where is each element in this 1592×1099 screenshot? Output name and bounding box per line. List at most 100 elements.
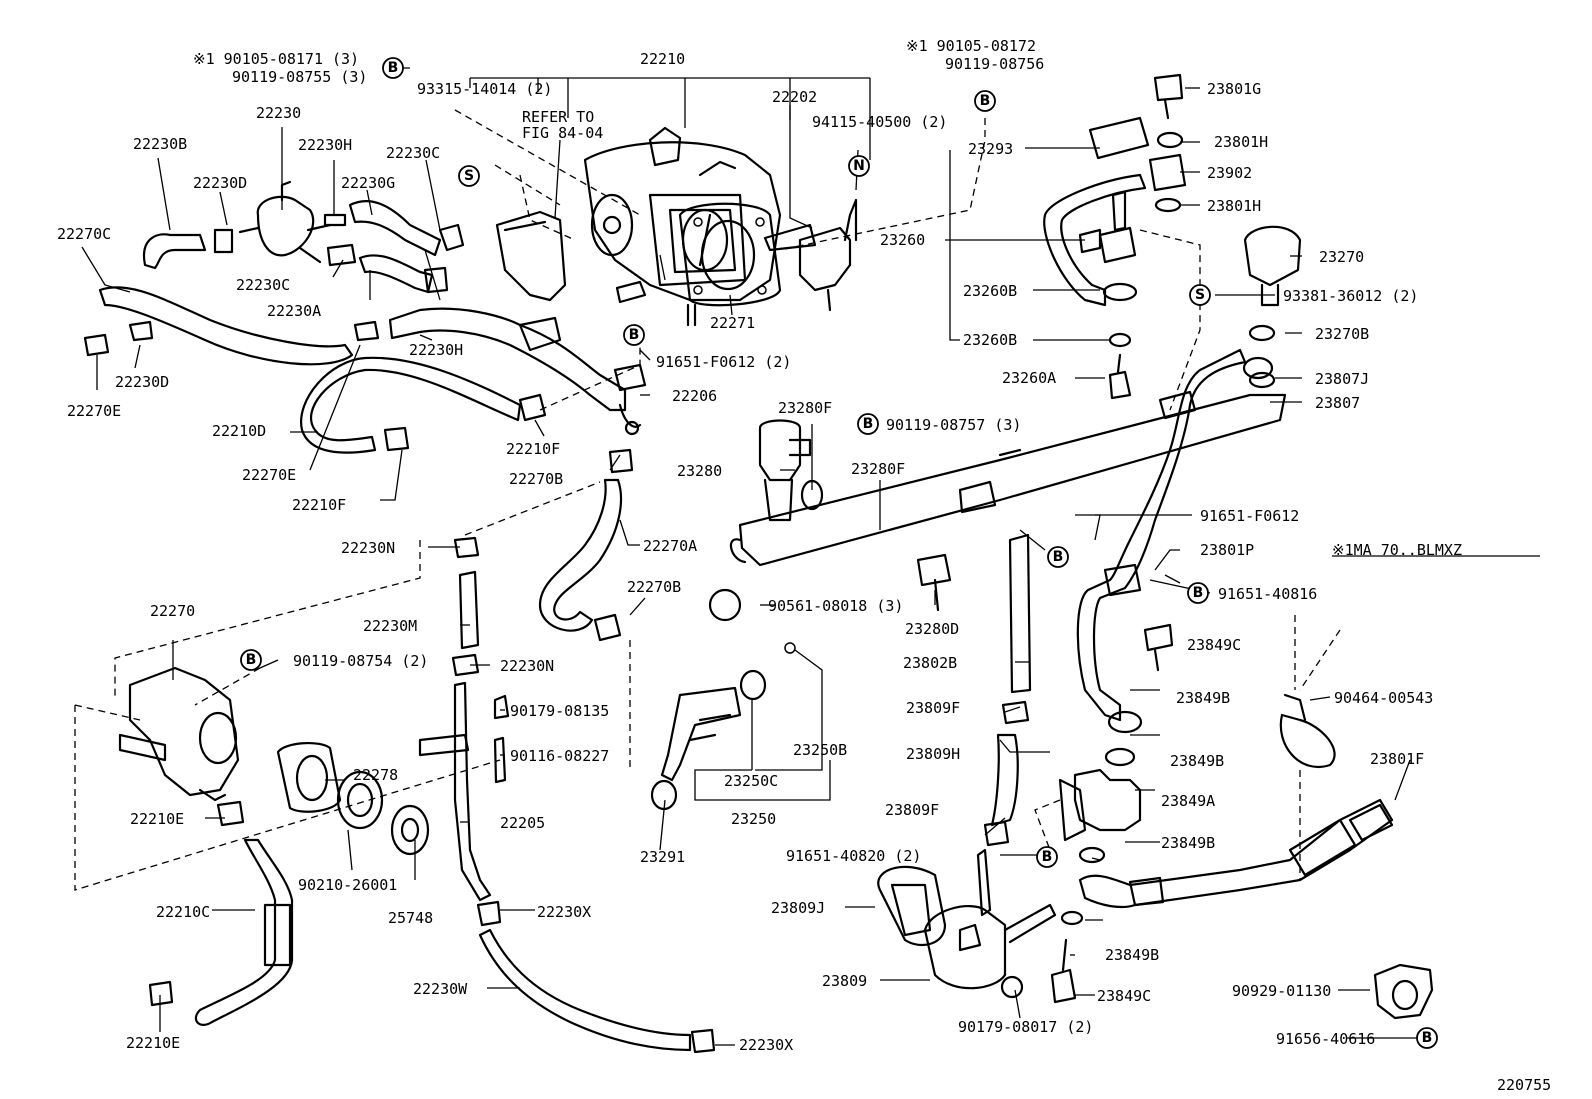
label-23849c-bot: 23849C bbox=[1097, 987, 1151, 1005]
symbol-b-note2: B bbox=[974, 90, 996, 112]
label-23849b-1: 23849B bbox=[1176, 689, 1230, 707]
svg-text:B: B bbox=[1422, 1030, 1433, 1046]
label-23849b-4: 23849B bbox=[1105, 946, 1159, 964]
label-22230a: 22230A bbox=[267, 302, 321, 320]
label-23802b: 23802B bbox=[903, 654, 957, 672]
label-91651-40816: 91651-40816 bbox=[1218, 585, 1317, 603]
label-93381-36012: 93381-36012 (2) bbox=[1283, 287, 1418, 305]
label-22270b-mid: 22270B bbox=[627, 578, 681, 596]
label-22270b-top: 22270B bbox=[509, 470, 563, 488]
symbol-s-left: S bbox=[458, 165, 480, 187]
label-22270c: 22270C bbox=[57, 225, 111, 243]
label-22210e-top: 22210E bbox=[130, 810, 184, 828]
label-23801f: 23801F bbox=[1370, 750, 1424, 768]
label-23280f-mid: 23280F bbox=[851, 460, 905, 478]
hose-22230w bbox=[476, 900, 716, 1054]
injector-23250 bbox=[650, 588, 796, 811]
hose-22270c bbox=[83, 286, 380, 366]
label-22230d-top: 22230D bbox=[193, 174, 247, 192]
svg-text:B: B bbox=[246, 652, 257, 668]
label-22210: 22210 bbox=[640, 50, 685, 68]
svg-text:B: B bbox=[1042, 849, 1053, 865]
label-22230d-left: 22230D bbox=[115, 373, 169, 391]
bolt-23280d bbox=[916, 553, 952, 612]
fuel-delivery-pipe-23807 bbox=[729, 390, 1287, 567]
label-22270e-left: 22270E bbox=[67, 402, 121, 420]
bracket-23260 bbox=[1043, 73, 1187, 400]
label-23809h: 23809H bbox=[906, 745, 960, 763]
label-91651-f0612: 91651-F0612 bbox=[1200, 507, 1299, 525]
label-23849b-2: 23849B bbox=[1170, 752, 1224, 770]
label-90210-26001: 90210-26001 bbox=[298, 876, 397, 894]
small-hoses-top-left bbox=[142, 200, 465, 294]
hose-22270a bbox=[538, 448, 634, 642]
seal-90210 bbox=[336, 770, 384, 830]
label-23849a: 23849A bbox=[1161, 792, 1215, 810]
symbol-b-91651f: B bbox=[623, 324, 645, 346]
label-23801h-2: 23801H bbox=[1207, 197, 1261, 215]
grommet-25748 bbox=[390, 804, 430, 856]
symbol-b-90119-08757: B bbox=[857, 413, 879, 435]
label-22230n-top: 22230N bbox=[341, 539, 395, 557]
label-22210e-bot: 22210E bbox=[126, 1034, 180, 1052]
symbol-b-note1: B bbox=[382, 57, 404, 79]
symbol-b-rail: B bbox=[1047, 546, 1069, 568]
label-22206: 22206 bbox=[672, 387, 717, 405]
pressure-regulator-23280 bbox=[758, 419, 824, 522]
label-note1-line1: ※1 90105-08171 (3) bbox=[193, 50, 359, 68]
svg-text:S: S bbox=[1195, 287, 1205, 303]
throttle-body-gasket bbox=[678, 202, 782, 327]
part-labels: 22210 22202 93315-14014 (2) REFER TO FIG… bbox=[57, 37, 1551, 1094]
pipe-22206 bbox=[388, 307, 647, 436]
symbol-b-90119-08754: B bbox=[240, 649, 262, 671]
label-23809: 23809 bbox=[822, 972, 867, 990]
label-90929-01130: 90929-01130 bbox=[1232, 982, 1331, 1000]
hose-22230m-22205 bbox=[418, 536, 510, 902]
leader-lines bbox=[74, 67, 1540, 1046]
label-22270e-mid: 22270E bbox=[242, 466, 296, 484]
throttle-sensor bbox=[495, 210, 567, 302]
label-22230: 22230 bbox=[256, 104, 301, 122]
label-23260b-2: 23260B bbox=[963, 331, 1017, 349]
label-23280d: 23280D bbox=[905, 620, 959, 638]
hose-22210c bbox=[148, 800, 294, 1026]
symbol-s-right: S bbox=[1189, 284, 1211, 306]
vsv-22230 bbox=[238, 180, 332, 264]
fitting-23849a bbox=[1058, 623, 1174, 864]
label-22270a: 22270A bbox=[643, 537, 697, 555]
label-23809f-2: 23809F bbox=[885, 801, 939, 819]
svg-text:N: N bbox=[853, 158, 865, 174]
label-23809j: 23809J bbox=[771, 899, 825, 917]
label-22230h-top: 22230H bbox=[298, 136, 352, 154]
label-22230c-mid: 22230C bbox=[236, 276, 290, 294]
label-note2-line1: ※1 90105-08172 bbox=[906, 37, 1036, 55]
label-23260a: 23260A bbox=[1002, 369, 1056, 387]
label-23293: 23293 bbox=[968, 140, 1013, 158]
label-91651-40820: 91651-40820 (2) bbox=[786, 847, 921, 865]
label-23280: 23280 bbox=[677, 462, 722, 480]
svg-text:B: B bbox=[388, 60, 399, 76]
label-22230b: 22230B bbox=[133, 135, 187, 153]
svg-text:B: B bbox=[1193, 585, 1204, 601]
label-22210f-right: 22210F bbox=[506, 440, 560, 458]
label-22271: 22271 bbox=[710, 314, 755, 332]
label-22230c-top: 22230C bbox=[386, 144, 440, 162]
label-23260b-1: 23260B bbox=[963, 282, 1017, 300]
clamp-90929 bbox=[1373, 963, 1434, 1020]
label-22230n-mid: 22230N bbox=[500, 657, 554, 675]
label-22230h-mid: 22230H bbox=[409, 341, 463, 359]
figure-number: 220755 bbox=[1497, 1076, 1551, 1094]
svg-text:B: B bbox=[629, 327, 640, 343]
label-23270b: 23270B bbox=[1315, 325, 1369, 343]
label-22205: 22205 bbox=[500, 814, 545, 832]
label-25748: 25748 bbox=[388, 909, 433, 927]
svg-text:B: B bbox=[1053, 549, 1064, 565]
dashpot bbox=[763, 198, 858, 312]
label-22202: 22202 bbox=[772, 88, 817, 106]
label-90179-08135: 90179-08135 bbox=[510, 702, 609, 720]
symbol-b-91651-40816: B bbox=[1187, 582, 1209, 604]
label-22278: 22278 bbox=[353, 766, 398, 784]
symbol-markers: B S N B B S B B B B B B bbox=[240, 57, 1438, 1049]
